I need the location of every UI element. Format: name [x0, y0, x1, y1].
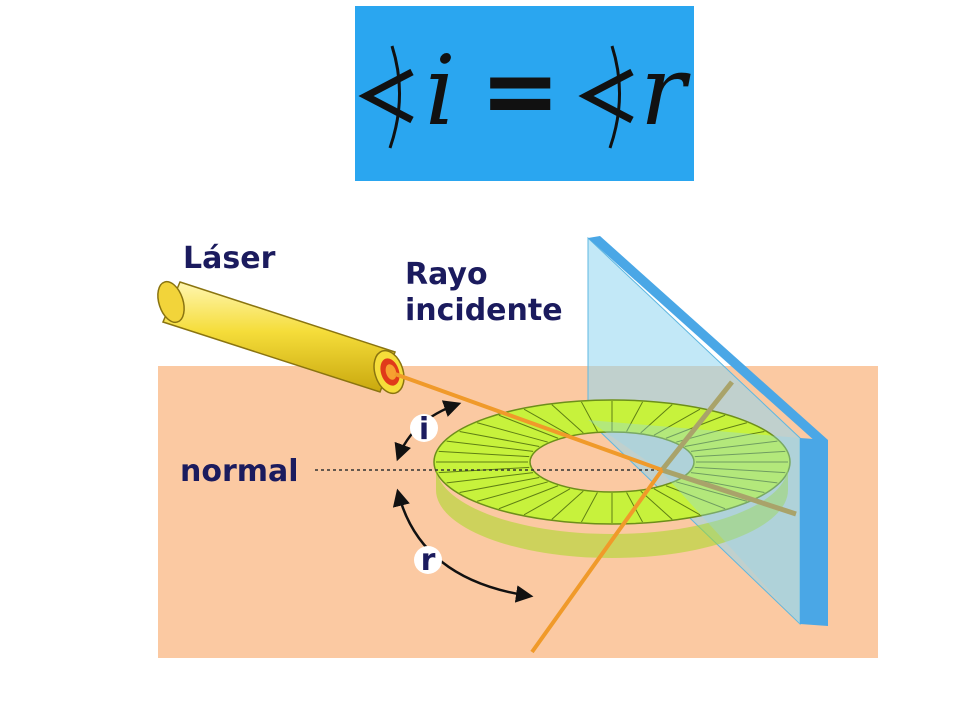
- protractor-tick: [523, 408, 571, 436]
- protractor-tick: [626, 401, 644, 432]
- formula-background: [355, 6, 694, 181]
- angle-i-bubble: [410, 414, 438, 442]
- protractor-tick: [459, 431, 540, 447]
- incident-ray-label-line2: incidente: [405, 293, 563, 328]
- protractor-tick: [653, 408, 701, 436]
- protractor-tick: [580, 492, 598, 523]
- formula-reflected: r: [640, 35, 691, 147]
- incident-ray-label-line1: Rayo: [405, 257, 488, 292]
- reflected-ray: [530, 468, 664, 654]
- protractor-tick: [684, 431, 765, 447]
- protractor-tick: [551, 490, 584, 520]
- protractor-tick: [580, 401, 598, 432]
- angle-r-arrow: [392, 488, 534, 603]
- protractor-tick: [498, 414, 559, 439]
- laser-icon: [157, 280, 405, 395]
- protractor-tick: [690, 440, 778, 452]
- laser-label: Láser: [183, 241, 276, 276]
- mirror-edge: [588, 236, 828, 442]
- protractor-tick: [446, 472, 534, 484]
- angle-i-label: i: [419, 412, 429, 447]
- protractor-tick: [640, 404, 673, 434]
- formula-incident: i: [425, 35, 456, 147]
- protractor-tick: [477, 422, 548, 443]
- angle-r-label: r: [421, 543, 436, 578]
- angle-symbol-icon: [578, 45, 634, 149]
- protractor-tick: [665, 485, 726, 510]
- incident-ray: [394, 372, 663, 472]
- mirror-face-overlay: [588, 420, 800, 624]
- protractor-tick: [676, 481, 747, 502]
- protractor-tick: [694, 466, 786, 474]
- angle-r-bubble: [414, 546, 442, 574]
- formula-equals: =: [480, 35, 560, 147]
- mirror-front: [800, 438, 828, 626]
- angle-symbol-icon: [358, 45, 414, 149]
- protractor-tick: [551, 404, 584, 434]
- protractor-tick: [690, 472, 778, 484]
- protractor-tick: [653, 488, 701, 516]
- mirror-base-shadow: [661, 467, 797, 517]
- normal-label: normal: [180, 454, 299, 489]
- mirror-normal-shadow: [660, 380, 734, 472]
- protractor-tick: [694, 450, 786, 458]
- formula-box: i = r: [355, 6, 694, 181]
